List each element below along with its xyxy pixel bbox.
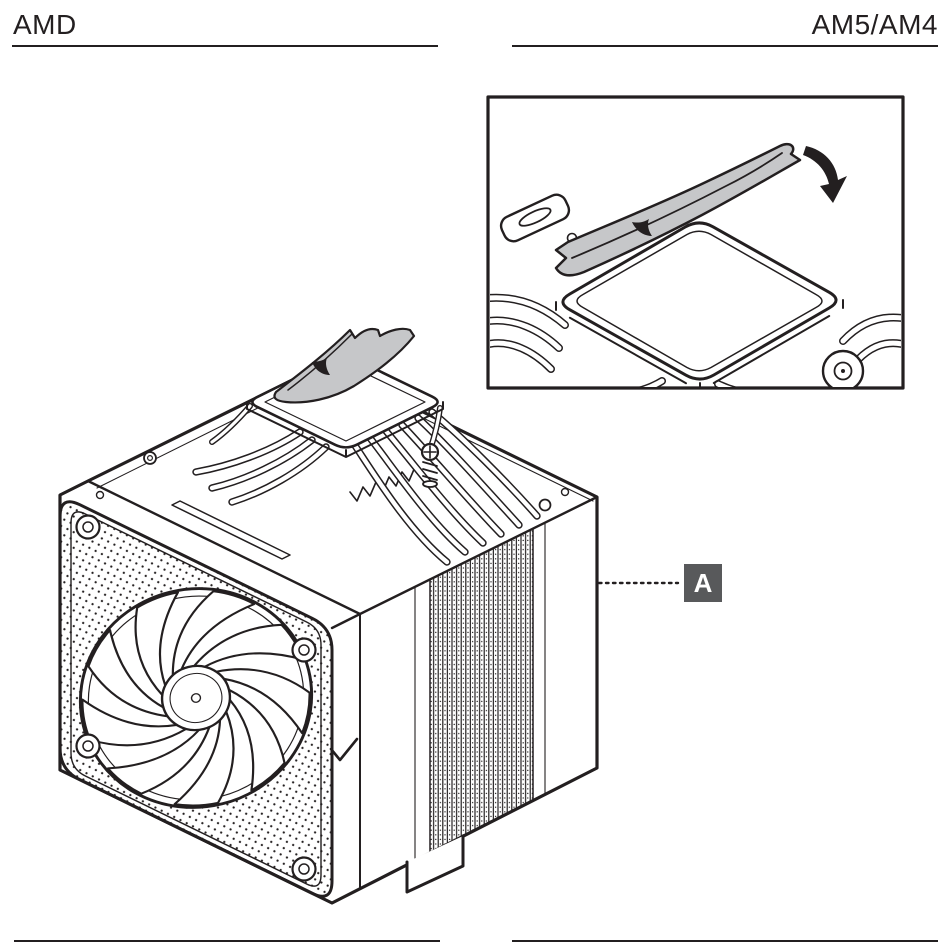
step-label-A: A bbox=[684, 564, 722, 602]
header-rule-right bbox=[512, 45, 938, 48]
logo-check-mark bbox=[329, 737, 359, 762]
inset-protective-film bbox=[554, 142, 802, 277]
inset-cold-plate bbox=[555, 221, 844, 387]
footer-rule-right bbox=[512, 940, 938, 943]
heatsink-fins bbox=[429, 528, 534, 854]
fan-hub bbox=[160, 664, 232, 732]
fan-corner-screws bbox=[75, 514, 317, 882]
cooler-foot bbox=[405, 834, 465, 894]
header-left-title: AMD bbox=[13, 9, 77, 40]
peel-arrow-icon bbox=[803, 146, 847, 203]
header-right-title: AM5/AM4 bbox=[811, 9, 938, 40]
inset-screw-boss bbox=[821, 349, 865, 387]
cooler-drawing bbox=[58, 327, 599, 905]
top-slot bbox=[171, 500, 291, 560]
header-rule-left bbox=[12, 45, 438, 48]
footer-rule-left bbox=[14, 940, 440, 943]
fan bbox=[58, 500, 334, 898]
spring-screw bbox=[420, 442, 440, 488]
inset-detail bbox=[486, 95, 905, 390]
fan-blades bbox=[81, 590, 311, 807]
protective-film bbox=[273, 327, 416, 404]
film-logo bbox=[312, 358, 330, 375]
inset-bracket bbox=[499, 193, 578, 244]
top-screw-bosses bbox=[95, 451, 570, 512]
inset-film-logo bbox=[632, 219, 652, 236]
